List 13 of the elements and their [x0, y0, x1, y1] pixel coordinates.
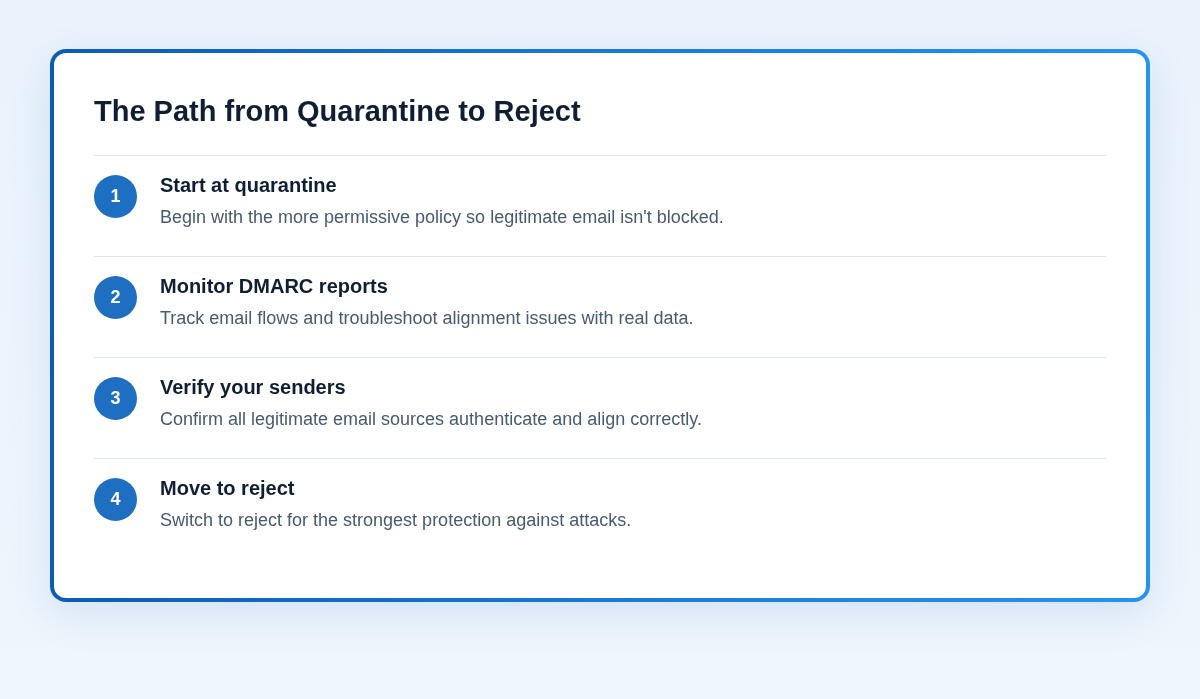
step-heading: Verify your senders — [160, 375, 346, 400]
step-number-circle: 3 — [94, 377, 137, 420]
step-heading: Monitor DMARC reports — [160, 274, 388, 299]
step-description: Switch to reject for the strongest protection against attacks. — [160, 509, 632, 532]
step-description: Confirm all legitimate email sources authenticate and align correctly. — [160, 408, 702, 431]
step-number-circle: 4 — [94, 478, 137, 521]
step-description: Track email flows and troubleshoot alignment issues with real data. — [160, 307, 694, 330]
step-heading: Move to reject — [160, 476, 295, 501]
step-heading: Start at quarantine — [160, 173, 337, 198]
step-description: Begin with the more permissive policy so legitimate email isn't blocked. — [160, 206, 724, 229]
title-heading: The Path from Quarantine to Reject — [94, 94, 581, 129]
step-number-circle: 1 — [94, 175, 137, 218]
step-number-circle: 2 — [94, 276, 137, 319]
